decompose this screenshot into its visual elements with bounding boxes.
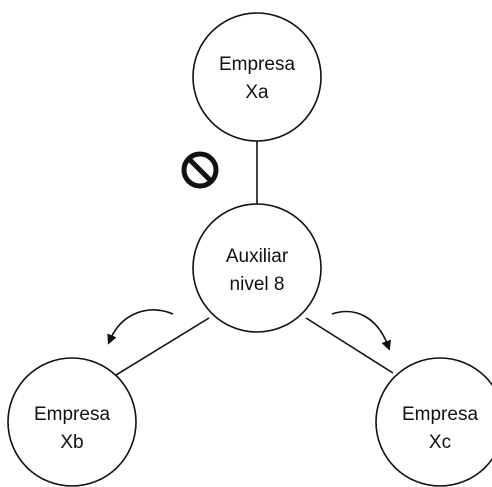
node-label-line2: nivel 8 bbox=[230, 274, 285, 295]
node-label-line1: Auxiliar bbox=[226, 246, 289, 267]
curved-arrow-right-icon bbox=[331, 310, 392, 351]
node-empresa-xb: Empresa Xb bbox=[7, 357, 137, 487]
edge-center-right bbox=[305, 317, 394, 374]
node-auxiliar-nivel-8: Auxiliar nivel 8 bbox=[192, 203, 322, 333]
prohibited-icon bbox=[181, 151, 219, 189]
node-empresa-xa: Empresa Xa bbox=[192, 12, 322, 142]
curved-arrow-left-icon bbox=[107, 309, 174, 345]
node-label-line1: Empresa bbox=[219, 54, 295, 75]
node-label-line2: Xc bbox=[429, 432, 451, 453]
node-label-line2: Xb bbox=[60, 432, 83, 453]
node-empresa-xc: Empresa Xc bbox=[375, 357, 492, 487]
node-label-line1: Empresa bbox=[402, 404, 478, 425]
node-label-line1: Empresa bbox=[34, 404, 110, 425]
edge-center-left bbox=[102, 317, 210, 384]
node-label-line2: Xa bbox=[245, 82, 269, 103]
